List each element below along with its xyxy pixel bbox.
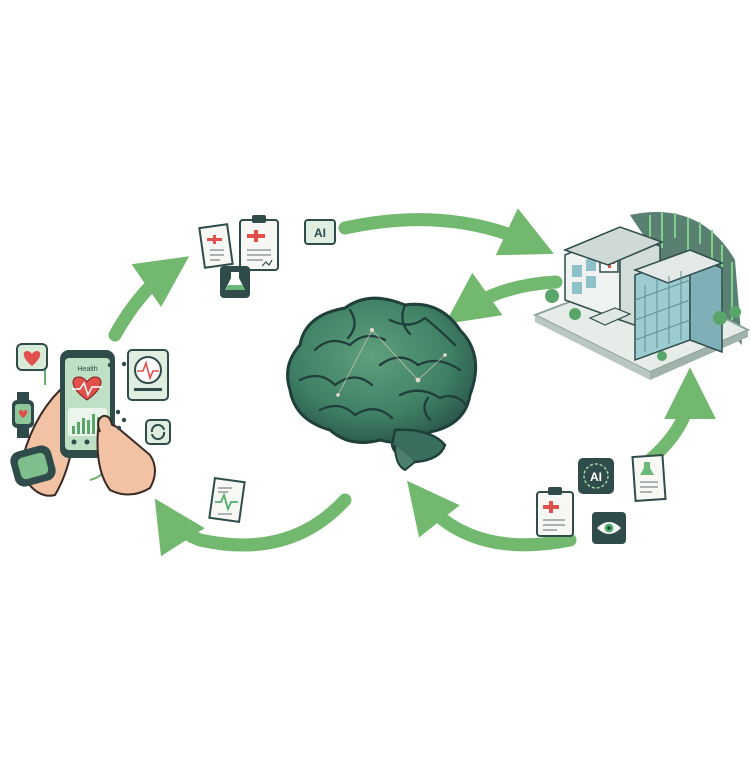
phone-screen-title: Health: [77, 366, 97, 373]
arrow-ai-to-hospital: [338, 208, 554, 256]
arrow-reports-to-brain: [407, 480, 577, 552]
brain-icon: [286, 296, 478, 472]
report-icon: [631, 453, 667, 503]
arrow-hospital-to-brain: [445, 272, 563, 325]
heart-tag-icon: [16, 343, 48, 371]
arrow-reports-to-hospital: [643, 367, 716, 467]
ecg-document-icon: [208, 476, 246, 524]
ai-badge-bottom-label: AI: [590, 470, 602, 484]
eye-icon: [592, 512, 626, 544]
arrow-phone-to-documents: [108, 256, 190, 342]
clipboard-icon: [239, 215, 279, 271]
ai-chip-icon: AI: [578, 458, 614, 494]
ai-badge-icon: AI: [304, 219, 336, 245]
ecg-monitor-icon: [127, 349, 169, 401]
lab-flask-icon: [220, 266, 250, 298]
refresh-icon: [145, 419, 171, 445]
arrow-brain-to-wearables: [154, 493, 352, 557]
smartwatch-icon: [12, 392, 34, 438]
patient-devices-group: Health: [10, 343, 171, 497]
arrows: [108, 208, 716, 557]
heart-icon: [72, 376, 102, 401]
hospital-icon: [532, 212, 751, 380]
clipboard-icon: [536, 487, 574, 537]
finger-icon: [96, 414, 156, 496]
medical-document-icon: [198, 223, 234, 269]
medical-documents-group: [198, 215, 279, 298]
ai-badge-top-label: AI: [314, 226, 326, 240]
reports-group: AI: [536, 453, 667, 544]
